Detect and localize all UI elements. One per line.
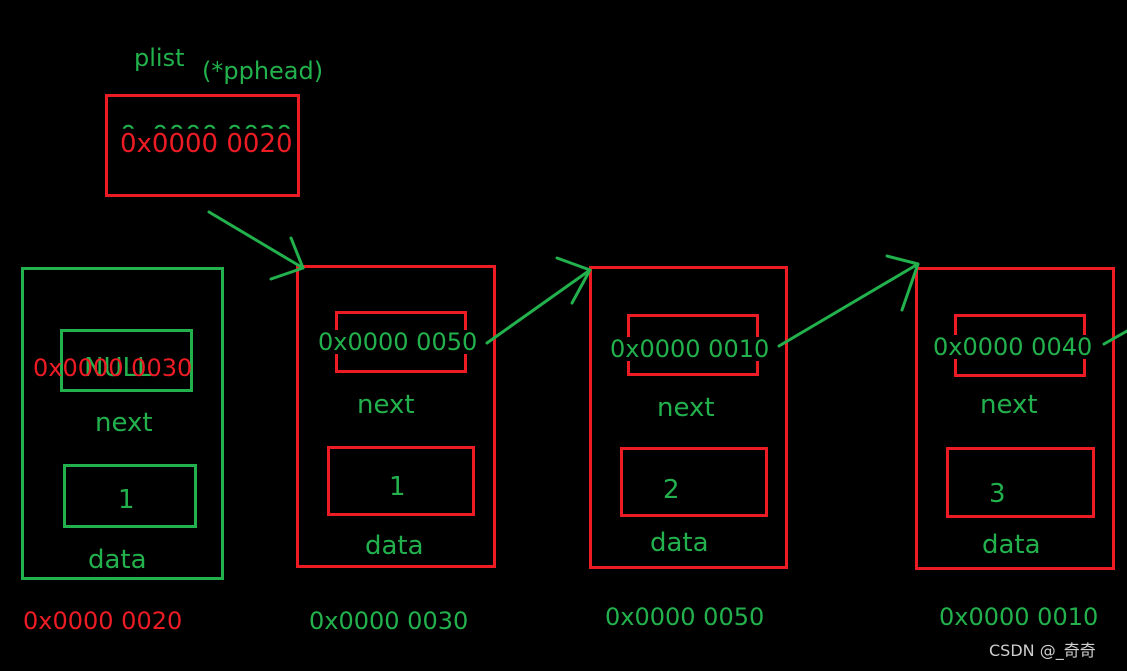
node-0-next-label: next [95,408,153,438]
node-2-data-box [620,447,768,517]
node-1-next-value: 0x0000 0050 [318,328,478,356]
node-2-next-label: next [657,393,715,423]
arrow-pphead-to-node-1 [207,210,305,281]
node-3-data-value: 3 [989,479,1006,509]
pphead-value-shadow: 0x0000 0020 [120,121,293,151]
node-0-outer-box [21,267,224,580]
node-2-address: 0x0000 0050 [605,603,765,631]
node-1-data-label: data [365,531,424,561]
node-0-data-label: data [88,545,147,575]
node-3-address: 0x0000 0010 [939,603,1099,631]
node-3-next-value: 0x0000 0040 [933,333,1093,361]
pphead-box [105,94,300,197]
node-0-address: 0x0000 0020 [23,607,183,635]
node-2-data-label: data [650,528,709,558]
node-0-next-null-text: NULL [84,353,152,383]
arrow-node-1-to-node-2 [485,256,592,345]
node-1-data-box [327,446,475,516]
arrow-node-3-to-next [1102,329,1127,346]
node-2-data-value: 2 [663,475,680,505]
node-1-data-value: 1 [389,472,406,502]
node-1-next-label: next [357,390,415,420]
node-2-next-value: 0x0000 0010 [610,335,770,363]
arrow-node-2-to-node-3 [777,254,920,348]
pphead-value: 0x0000 0020 [120,129,293,159]
node-3-next-label: next [980,390,1038,420]
node-0-data-box [63,464,197,528]
pphead-label: (*pphead) [202,57,324,85]
node-0-data-value: 1 [118,485,135,515]
node-0-next-box [60,329,193,392]
node-1-outer-box [296,265,496,568]
plist-label: plist [134,44,185,72]
node-3-data-box [946,447,1095,518]
node-2-outer-box [589,266,788,569]
node-3-data-label: data [982,530,1041,560]
node-3-outer-box [915,267,1115,570]
node-1-address: 0x0000 0030 [309,607,469,635]
node-0-next-value: 0x0000 0030 [33,354,193,382]
csdn-watermark: CSDN @_奇奇 [989,641,1096,660]
